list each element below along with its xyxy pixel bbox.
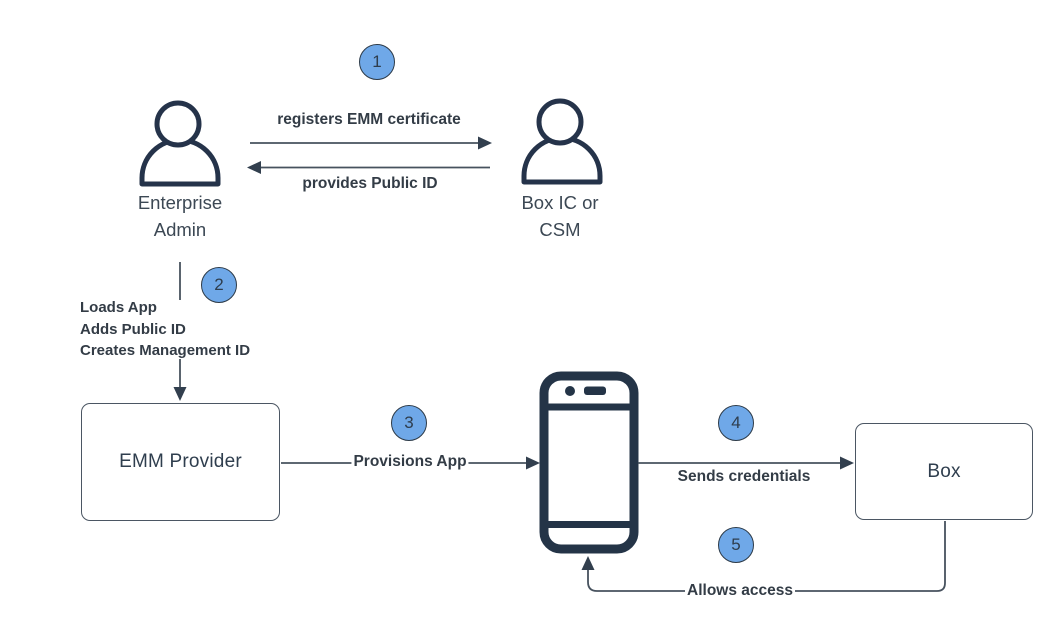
enterprise-admin-label-line1: Enterprise	[137, 192, 223, 213]
box-node: Box	[855, 423, 1033, 520]
step1-badge-number: 1	[372, 52, 382, 71]
enterprise-admin-person-icon	[139, 100, 221, 187]
provides-public-id-arrow	[247, 161, 490, 174]
provides-public-id-label: provides Public ID	[302, 175, 438, 192]
step5-badge-number: 5	[731, 535, 741, 554]
step2-badge-number: 2	[214, 275, 224, 294]
arrowhead-down-icon	[173, 387, 187, 401]
box-contact-label-line2: CSM	[539, 219, 581, 240]
provisions-app-label: Provisions App	[351, 452, 469, 472]
step4-badge: 4	[718, 405, 754, 441]
step2-note-line1: Loads App	[80, 299, 157, 316]
sends-credentials-arrow	[638, 456, 854, 470]
mobile-phone-icon	[539, 371, 639, 554]
step2-note: Loads App Adds Public ID Creates Managem…	[80, 297, 250, 362]
admin-to-emm-arrow	[173, 262, 187, 401]
emm-provider-node: EMM Provider	[81, 403, 280, 521]
step3-badge: 3	[391, 405, 427, 441]
step2-badge: 2	[201, 267, 237, 303]
step3-badge-number: 3	[404, 413, 414, 432]
arrowhead-right-icon	[840, 456, 854, 470]
box-contact-label: Box IC or CSM	[521, 189, 598, 243]
arrowhead-right-icon	[526, 456, 540, 470]
allows-access-label: Allows access	[685, 581, 795, 601]
box-label: Box	[927, 460, 961, 482]
box-contact-person-icon	[521, 98, 603, 185]
arrowhead-right-icon	[478, 136, 492, 150]
step5-badge: 5	[718, 527, 754, 563]
box-contact-label-line1: Box IC or	[521, 192, 599, 213]
step4-badge-number: 4	[731, 413, 741, 432]
step2-note-line3: Creates Management ID	[80, 342, 251, 359]
arrowhead-left-icon	[247, 161, 261, 174]
enterprise-admin-label: Enterprise Admin	[138, 189, 222, 243]
sends-credentials-label: Sends credentials	[677, 468, 811, 485]
enterprise-admin-label-line2: Admin	[153, 219, 207, 240]
step1-badge: 1	[359, 44, 395, 80]
step2-note-line2: Adds Public ID	[80, 320, 186, 338]
registers-certificate-arrow	[250, 136, 492, 150]
emm-provider-label: EMM Provider	[119, 451, 242, 472]
arrowhead-up-icon	[581, 556, 595, 570]
registers-certificate-label: registers EMM certificate	[277, 111, 461, 128]
